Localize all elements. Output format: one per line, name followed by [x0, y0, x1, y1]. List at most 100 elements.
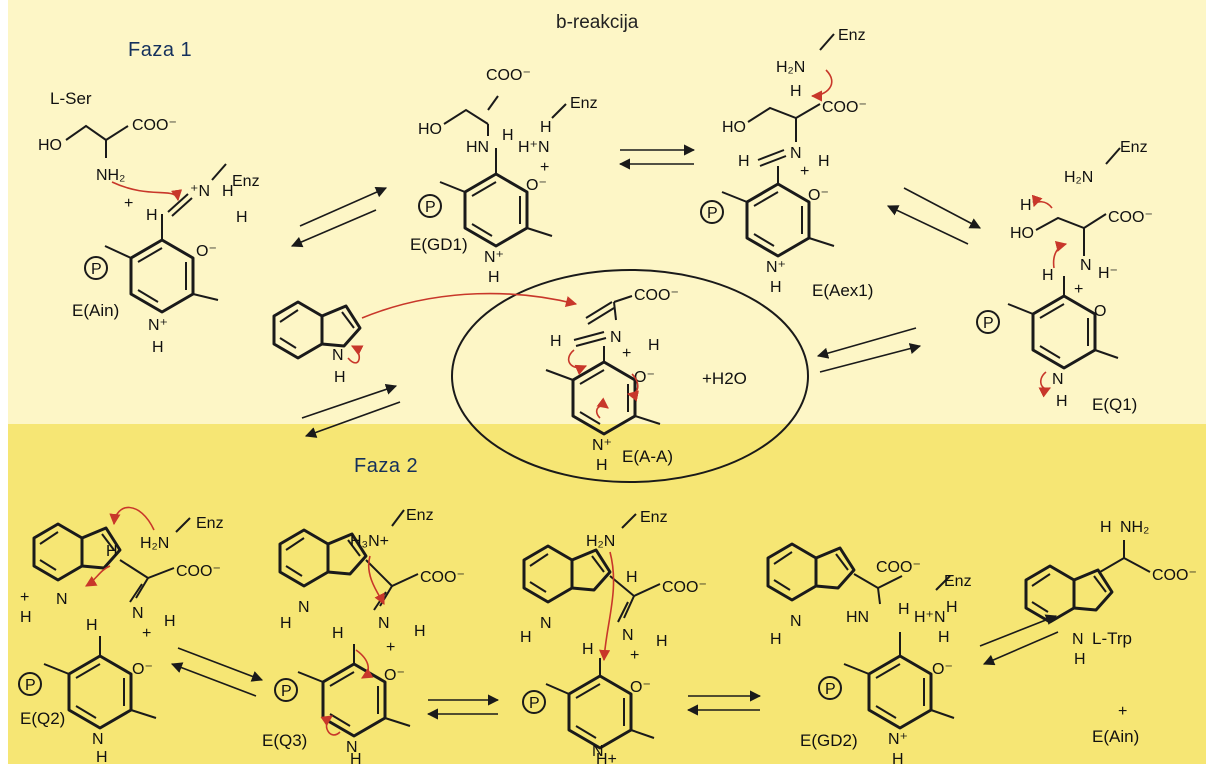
species-e-gd1: P O⁻ N⁺ H HN H H⁺N + H Enz HO COO⁻ E(GD1…: [410, 67, 598, 286]
svg-text:COO⁻: COO⁻: [176, 563, 221, 580]
svg-text:N: N: [540, 615, 552, 632]
species-e-q3: N H COO⁻ H₃N+ Enz N H + H P O⁻ N H E(Q3): [262, 507, 465, 764]
svg-text:O⁻: O⁻: [384, 667, 405, 684]
svg-text:H: H: [946, 599, 958, 616]
svg-text:COO⁻: COO⁻: [876, 559, 921, 576]
svg-text:H: H: [1056, 393, 1068, 410]
svg-text:E(Q1): E(Q1): [1092, 395, 1137, 414]
svg-text:H: H: [334, 369, 346, 386]
svg-text:HO: HO: [418, 121, 442, 138]
svg-text:H⁺: H⁺: [1020, 197, 1040, 214]
svg-text:+: +: [630, 647, 639, 664]
phase1-label: Faza 1: [128, 39, 192, 61]
svg-text:COO⁻: COO⁻: [634, 287, 679, 304]
svg-text:Enz: Enz: [406, 507, 434, 524]
svg-text:L-Ser: L-Ser: [50, 89, 92, 108]
svg-text:H: H: [738, 153, 750, 170]
svg-text:H₃N+: H₃N+: [350, 533, 389, 550]
svg-text:COO⁻: COO⁻: [1108, 209, 1153, 226]
svg-text:H⁺N: H⁺N: [518, 139, 550, 156]
svg-text:N: N: [592, 743, 604, 760]
left-edge-strip: [0, 0, 8, 764]
svg-text:+: +: [20, 589, 29, 606]
svg-text:H: H: [20, 609, 32, 626]
svg-text:H: H: [164, 613, 176, 630]
svg-text:HN: HN: [466, 139, 489, 156]
svg-text:+: +: [1074, 281, 1083, 298]
species-l-tryptophan: N H H NH₂ COO⁻ L-Trp + E(Ain): [1024, 519, 1197, 746]
svg-text:N⁺: N⁺: [592, 437, 612, 454]
svg-text:+: +: [142, 625, 151, 642]
svg-text:H: H: [502, 127, 514, 144]
svg-text:N: N: [132, 605, 144, 622]
svg-text:COO⁻: COO⁻: [420, 569, 465, 586]
svg-text:N⁺: N⁺: [148, 317, 168, 334]
svg-text:H⁺N: H⁺N: [914, 609, 946, 626]
species-e-aex1: P O⁻ N⁺ H H N H + HO COO⁻ H H₂N Enz E(Ae…: [700, 27, 873, 300]
species-indole: N H: [272, 300, 364, 386]
svg-text:H: H: [86, 617, 98, 634]
svg-text:HO: HO: [1010, 225, 1034, 242]
svg-text:H: H: [1100, 519, 1112, 536]
svg-text:H: H: [350, 751, 362, 764]
svg-text:E(Q2): E(Q2): [20, 709, 65, 728]
svg-text:H: H: [938, 629, 950, 646]
svg-text:H: H: [626, 569, 638, 586]
svg-text:H+: H+: [596, 751, 617, 764]
svg-text:COO⁻: COO⁻: [1152, 567, 1197, 584]
svg-text:H: H: [656, 633, 668, 650]
svg-text:H: H: [790, 83, 802, 100]
svg-text:N⁺: N⁺: [766, 259, 786, 276]
svg-text:Enz: Enz: [570, 95, 598, 112]
svg-text:Enz: Enz: [838, 27, 866, 44]
svg-text:P: P: [91, 261, 102, 278]
svg-text:O⁻: O⁻: [630, 679, 651, 696]
title-b-reakcija: b-reakcija: [556, 12, 639, 33]
svg-text:E(Aex1): E(Aex1): [812, 281, 873, 300]
svg-text:H: H: [236, 209, 248, 226]
svg-text:P: P: [25, 677, 36, 694]
svg-text:O⁻: O⁻: [808, 187, 829, 204]
svg-text:N: N: [610, 329, 622, 346]
svg-text:N: N: [1052, 371, 1064, 388]
species-e-q1: P O N H H N H⁻ + HO COO⁻ H⁺ H₂N Enz E(Q1…: [976, 139, 1153, 414]
species-external-aldimine: N H H COO⁻ H₂N Enz N H + H P O⁻ N H+: [520, 509, 707, 764]
svg-text:H₂N: H₂N: [586, 533, 615, 550]
svg-text:H: H: [488, 269, 500, 286]
svg-text:+H2O: +H2O: [702, 369, 747, 388]
svg-text:H: H: [96, 749, 108, 764]
svg-text:H: H: [540, 119, 552, 136]
svg-text:HN: HN: [846, 609, 869, 626]
svg-text:Enz: Enz: [944, 573, 972, 590]
svg-text:P: P: [707, 205, 718, 222]
svg-text:O⁻: O⁻: [132, 661, 153, 678]
svg-text:N: N: [790, 613, 802, 630]
svg-text:H: H: [332, 625, 344, 642]
svg-text:E(GD1): E(GD1): [410, 235, 468, 254]
svg-text:Enz: Enz: [196, 515, 224, 532]
svg-text:P: P: [529, 695, 540, 712]
svg-text:+: +: [800, 163, 809, 180]
svg-text:P: P: [425, 199, 436, 216]
svg-text:Enz: Enz: [640, 509, 668, 526]
phase2-label: Faza 2: [354, 455, 418, 477]
svg-text:H: H: [550, 333, 562, 350]
svg-text:+: +: [124, 195, 133, 212]
svg-text:+: +: [622, 345, 631, 362]
svg-text:H: H: [582, 641, 594, 658]
svg-text:H: H: [596, 457, 608, 474]
svg-text:H₂N: H₂N: [776, 59, 805, 76]
svg-text:H: H: [520, 629, 532, 646]
species-e-ain: P O⁻ N⁺ H H ⁺N H H Enz E(Ain): [72, 163, 260, 356]
svg-text:H: H: [648, 337, 660, 354]
svg-text:E(Ain): E(Ain): [1092, 727, 1139, 746]
species-l-serine: L-Ser HO COO⁻ NH₂ +: [38, 89, 183, 212]
svg-text:O⁻: O⁻: [196, 243, 217, 260]
svg-text:H: H: [222, 183, 234, 200]
svg-text:NH₂: NH₂: [96, 167, 125, 184]
svg-text:H: H: [892, 751, 904, 764]
svg-text:N: N: [622, 627, 634, 644]
svg-text:N: N: [1072, 631, 1084, 648]
svg-text:O⁻: O⁻: [634, 369, 655, 386]
